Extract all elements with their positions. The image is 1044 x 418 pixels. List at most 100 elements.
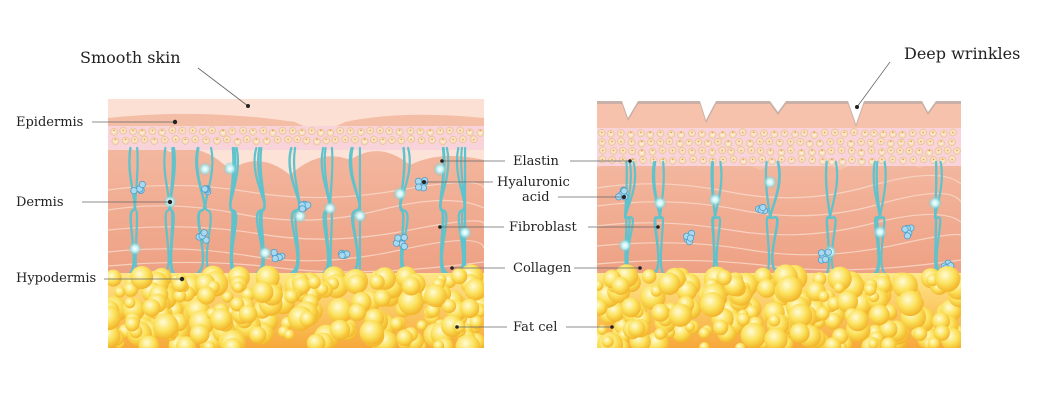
epidermal-cell xyxy=(688,147,696,156)
epidermal-cell xyxy=(879,130,888,138)
epidermal-cell xyxy=(675,139,684,148)
epidermal-cell xyxy=(326,128,335,137)
epidermal-cell xyxy=(857,148,866,157)
fat-cell xyxy=(699,292,725,317)
fat-cell xyxy=(442,298,457,314)
fat-cell xyxy=(284,329,295,340)
epidermal-cell xyxy=(606,129,615,138)
label-collagen: Collagen xyxy=(513,261,572,276)
hyaluronic-molecule xyxy=(400,242,408,250)
fat-cell xyxy=(327,297,353,324)
fat-cell xyxy=(124,316,140,332)
epidermal-cell xyxy=(815,139,824,148)
epidermal-cell xyxy=(476,129,484,137)
epidermal-cell xyxy=(937,139,945,148)
epidermal-cell xyxy=(268,129,277,137)
leader-lines xyxy=(82,61,891,328)
fat-cell xyxy=(712,319,729,336)
epidermal-cell xyxy=(313,137,321,146)
epidermal-cell xyxy=(357,128,365,136)
fat-cell xyxy=(238,304,258,324)
epidermal-cell xyxy=(818,148,827,157)
epidermal-cell xyxy=(939,129,948,138)
epidermal-cell xyxy=(158,128,166,137)
fiber xyxy=(879,160,887,275)
hyaluronic-molecule xyxy=(759,203,767,212)
fat-cell xyxy=(284,289,299,304)
fat-cell xyxy=(913,326,928,341)
fibroblast-cell xyxy=(198,162,212,177)
fat-cell xyxy=(764,327,788,348)
fat-cell xyxy=(789,323,810,344)
label-hyaluronic-line2: acid xyxy=(522,190,550,205)
fibroblast-cell xyxy=(293,209,307,224)
fat-cell xyxy=(108,305,121,331)
fat-cell xyxy=(210,307,233,331)
fibroblast-cell xyxy=(653,196,667,210)
fibroblast-cell xyxy=(618,238,632,253)
hyaluronic-molecule xyxy=(270,249,278,257)
fat-cell xyxy=(416,320,427,331)
epidermal-cell xyxy=(708,130,717,139)
epidermal-cell xyxy=(805,139,814,148)
fat-cell xyxy=(776,275,803,302)
hyaluronic-molecule xyxy=(130,187,138,195)
fat-cell xyxy=(221,291,234,303)
epidermal-cell xyxy=(233,137,242,146)
label-fibroblast: Fibroblast xyxy=(509,220,577,235)
epidermal-cell xyxy=(416,127,425,136)
fibroblast-cell xyxy=(928,196,942,210)
fat-cell xyxy=(879,320,898,339)
fiber xyxy=(134,146,139,275)
fat-cell xyxy=(657,272,681,296)
fat-cell xyxy=(621,297,641,318)
epidermal-cell xyxy=(766,148,775,156)
epidermal-cell xyxy=(739,157,748,166)
epidermal-cell xyxy=(861,129,869,138)
fat-cell xyxy=(668,303,692,327)
fat-cell xyxy=(152,313,179,339)
fibroblast-cell xyxy=(433,162,447,177)
fiber xyxy=(769,160,781,275)
epidermal-cell xyxy=(219,129,227,137)
epidermal-cell xyxy=(637,139,646,148)
epidermal-cell xyxy=(704,139,712,148)
label-fat-cell: Fat cel xyxy=(513,320,558,335)
fat-cell xyxy=(597,298,608,316)
epidermal-cell xyxy=(129,127,137,136)
epidermal-cell xyxy=(316,128,325,137)
fat-cell xyxy=(641,269,657,284)
hyaluronic-molecule xyxy=(686,234,695,242)
fat-cell xyxy=(824,312,842,330)
fat-cell xyxy=(138,335,160,348)
fiber xyxy=(229,146,240,275)
fat-cell xyxy=(469,315,483,329)
epidermal-cell xyxy=(465,128,474,137)
label-hyaluronic-line1: Hyaluronic xyxy=(497,175,570,190)
fat-cell xyxy=(597,280,604,291)
epidermal-cell xyxy=(648,147,657,156)
fat-cell xyxy=(396,329,414,347)
fat-cell xyxy=(401,276,421,296)
fat-cell xyxy=(824,337,842,348)
epidermal-cell xyxy=(907,138,916,147)
epidermal-cell xyxy=(379,137,387,145)
fibroblast-cell xyxy=(873,225,887,239)
fat-cell xyxy=(611,276,630,295)
epidermal-cell xyxy=(322,136,331,145)
hyaluronic-molecule xyxy=(200,229,208,237)
fibroblast-cell xyxy=(258,245,272,260)
right-epidermal-cells xyxy=(597,128,961,166)
epidermal-cell xyxy=(668,156,677,165)
fiber xyxy=(651,160,661,275)
epidermal-cell xyxy=(667,130,676,138)
fat-cell xyxy=(306,333,326,348)
fat-cell xyxy=(846,309,869,332)
epidermal-cell xyxy=(810,131,819,139)
fat-cell xyxy=(203,341,216,348)
fiber xyxy=(624,160,637,275)
epidermal-cell xyxy=(110,127,118,136)
fibroblast-cell xyxy=(458,225,472,240)
hyaluronic-molecule xyxy=(620,187,628,195)
epidermal-cell xyxy=(808,148,816,157)
